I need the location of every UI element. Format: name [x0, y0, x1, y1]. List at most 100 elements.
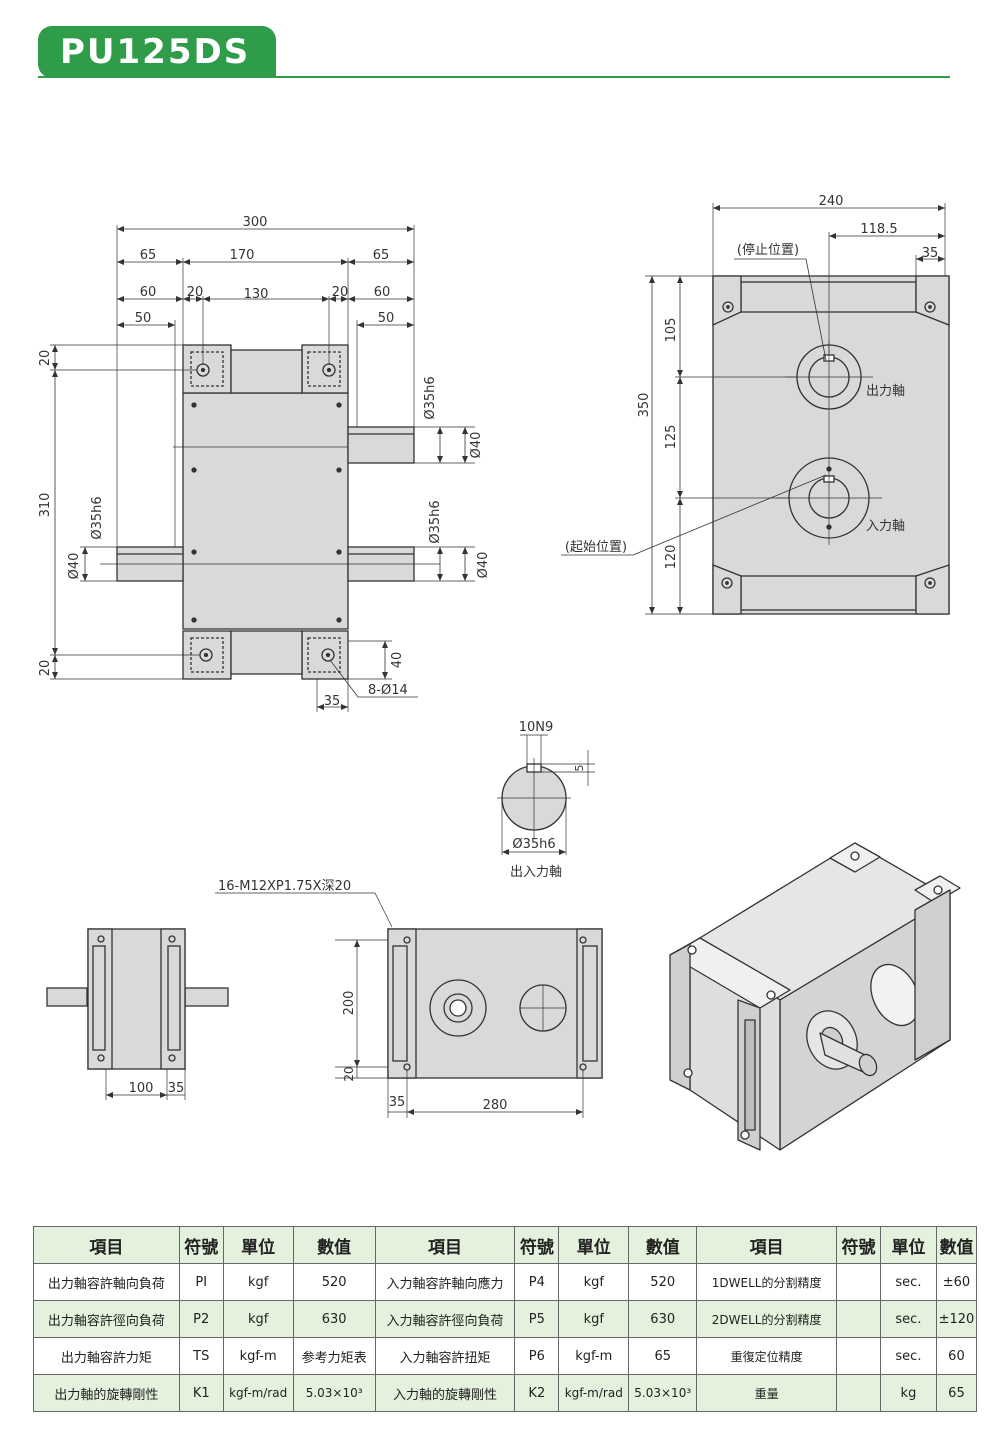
bottom-view-labels: 16-M12XP1.75X深20 200 20 35 280: [218, 879, 507, 1113]
dim-40: 40: [390, 652, 405, 669]
table-cell: sec.: [879, 1300, 937, 1338]
dim-20-bottom-view: 20: [342, 1066, 356, 1081]
table-cell: kgf: [222, 1263, 294, 1301]
table-cell: sec.: [879, 1337, 937, 1375]
isometric-view: [669, 842, 961, 1151]
col-header: 項目: [33, 1226, 180, 1264]
col-header: 符號: [836, 1226, 881, 1264]
table-cell: 65: [628, 1337, 698, 1375]
dim-50-left: 50: [135, 311, 152, 326]
table-cell: 60: [935, 1337, 978, 1375]
col-header: 單位: [558, 1226, 630, 1264]
dim-118-5: 118.5: [860, 222, 897, 237]
top-view: [50, 225, 475, 712]
table-cell: P5: [514, 1300, 560, 1338]
dim-fit-left: Ø35h6: [90, 496, 105, 539]
table-cell: [836, 1300, 881, 1338]
table-cell: kg: [879, 1374, 937, 1412]
table-cell: kgf-m: [222, 1337, 294, 1375]
key-depth-label: 5: [573, 765, 586, 772]
dim-280: 280: [483, 1098, 508, 1113]
table-cell: 2DWELL的分割精度: [696, 1300, 838, 1338]
holes-note: 8-Ø14: [368, 683, 408, 698]
col-header: 數值: [935, 1226, 978, 1264]
tap-note: 16-M12XP1.75X深20: [218, 879, 351, 894]
dim-fit-1: Ø35h6: [423, 376, 438, 419]
shaft-fit-label: Ø35h6: [512, 837, 555, 852]
table-cell: ±60: [935, 1263, 978, 1301]
table-cell: 出力軸容許軸向負荷: [33, 1263, 180, 1301]
table-cell: kgf: [222, 1300, 294, 1338]
col-header: 數值: [292, 1226, 376, 1264]
bottom-view: [215, 892, 603, 1118]
table-cell: 重量: [696, 1374, 838, 1412]
table-cell: P4: [514, 1263, 560, 1301]
dim-130: 130: [244, 287, 269, 302]
front-view: [561, 203, 950, 615]
spec-table: 項目 符號 單位 數值 項目 符號 單位 數值 項目 符號 單位 數值 出力軸容…: [33, 1226, 978, 1412]
table-cell: 入力軸的旋轉剛性: [374, 1374, 516, 1412]
table-cell: P6: [514, 1337, 560, 1375]
table-row: 出力軸容許軸向負荷 PI kgf 520 入力軸容許軸向應力 P4 kgf 52…: [33, 1263, 978, 1301]
table-cell: 重復定位精度: [696, 1337, 838, 1375]
dim-20-right: 20: [332, 285, 349, 300]
table-cell: kgf: [558, 1300, 630, 1338]
table-cell: kgf-m/rad: [222, 1374, 294, 1412]
table-cell: [836, 1337, 881, 1375]
dim-35-bottom-view: 35: [389, 1095, 406, 1110]
dim-35-front: 35: [922, 246, 939, 261]
table-cell: 5.03×10³: [292, 1374, 376, 1412]
table-cell: kgf: [558, 1263, 630, 1301]
header-tab: [38, 26, 276, 78]
table-cell: 65: [935, 1374, 978, 1412]
table-cell: ±120: [935, 1300, 978, 1338]
dim-300: 300: [243, 215, 268, 230]
table-cell: kgf-m: [558, 1337, 630, 1375]
table-cell: 入力軸容許軸向應力: [374, 1263, 516, 1301]
shaft-section-labels: 10N9 5 Ø35h6 出入力軸: [510, 720, 586, 880]
dim-60-left: 60: [140, 285, 157, 300]
dim-310: 310: [38, 493, 53, 518]
dim-125: 125: [664, 425, 679, 450]
table-cell: 5.03×10³: [628, 1374, 698, 1412]
dim-50-right: 50: [378, 311, 395, 326]
col-header: 符號: [514, 1226, 560, 1264]
table-cell: 1DWELL的分割精度: [696, 1263, 838, 1301]
col-header: 項目: [374, 1226, 516, 1264]
table-cell: 入力軸容許徑向負荷: [374, 1300, 516, 1338]
table-cell: 出力軸容許力矩: [33, 1337, 180, 1375]
dim-dia-left: Ø40: [67, 553, 82, 580]
table-cell: 出力軸容許徑向負荷: [33, 1300, 180, 1338]
dim-65-left: 65: [140, 248, 157, 263]
output-shaft-label: 出力軸: [866, 384, 905, 399]
table-row: 出力軸的旋轉剛性 K1 kgf-m/rad 5.03×10³ 入力軸的旋轉剛性 …: [33, 1374, 978, 1412]
dim-350: 350: [637, 393, 652, 418]
front-view-labels: 240 118.5 35 (停止位置) (起始位置) 出力軸 入力軸 350 1…: [565, 194, 938, 569]
dim-65-right: 65: [373, 248, 390, 263]
header-rule: [38, 76, 950, 78]
side-view: [46, 928, 229, 1100]
dim-20-bottom: 20: [38, 660, 53, 677]
dim-240: 240: [819, 194, 844, 209]
technical-drawing: 300 65 170 65 60 20 130 20 60 50 50 20 3…: [38, 194, 961, 1151]
table-cell: P2: [178, 1300, 224, 1338]
table-cell: 520: [292, 1263, 376, 1301]
dim-dia-2: Ø40: [476, 552, 491, 579]
table-cell: kgf-m/rad: [558, 1374, 630, 1412]
table-cell: 630: [292, 1300, 376, 1338]
table-cell: 出力軸的旋轉剛性: [33, 1374, 180, 1412]
page-title: PU125DS: [60, 32, 251, 72]
dim-60-right: 60: [374, 285, 391, 300]
dim-105: 105: [664, 318, 679, 343]
dim-fit-2: Ø35h6: [428, 500, 443, 543]
col-header: 符號: [178, 1226, 224, 1264]
table-cell: 入力軸容許扭矩: [374, 1337, 516, 1375]
dim-35: 35: [324, 694, 341, 709]
start-position-label: (起始位置): [565, 540, 627, 555]
table-row: 出力軸容許力矩 TS kgf-m 参考力矩表 入力軸容許扭矩 P6 kgf-m …: [33, 1337, 978, 1375]
col-header: 單位: [222, 1226, 294, 1264]
table-cell: 520: [628, 1263, 698, 1301]
dim-dia-1: Ø40: [469, 432, 484, 459]
table-cell: 参考力矩表: [292, 1337, 376, 1375]
col-header: 項目: [696, 1226, 838, 1264]
